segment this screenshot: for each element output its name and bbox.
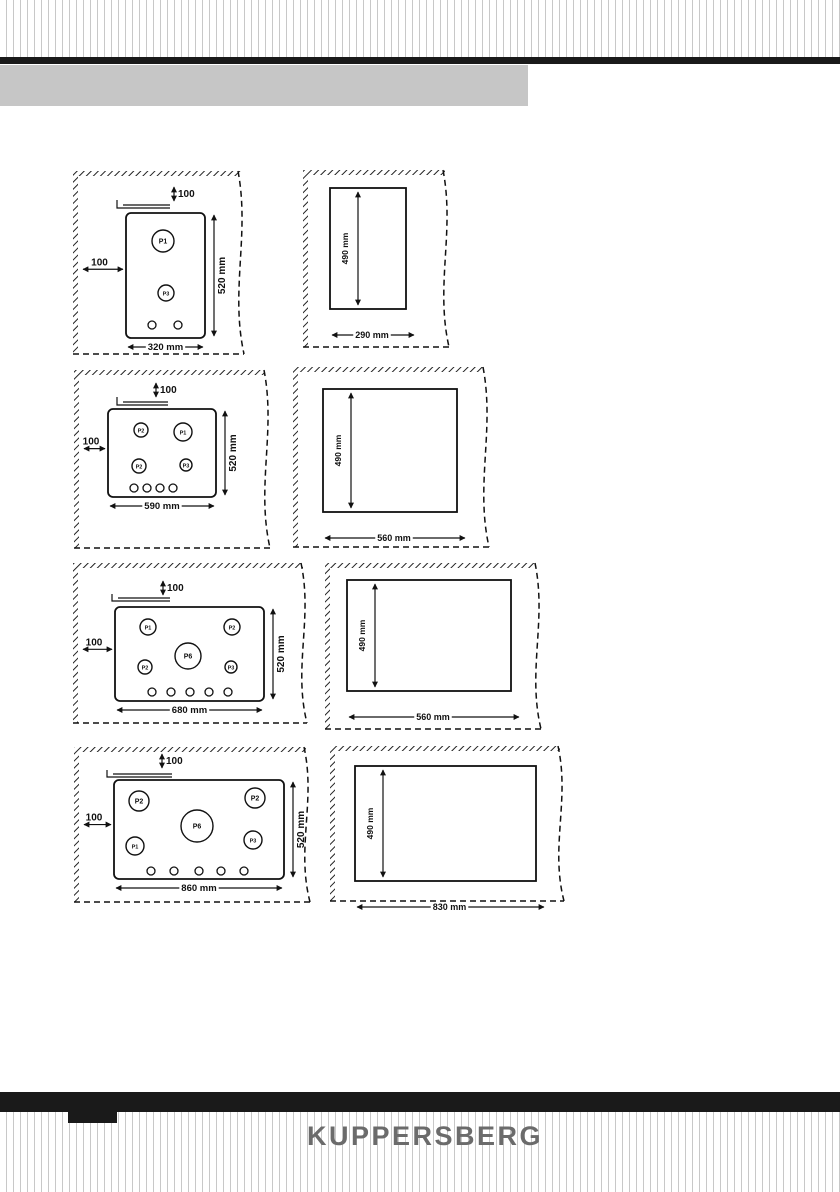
- row2-burner-label-2: P1: [180, 431, 187, 437]
- row4-depth-label: 520 mm: [296, 811, 307, 848]
- row4-knob-1: [147, 867, 155, 875]
- row4-cutout-cut-edge: [558, 746, 564, 901]
- row2-top-clearance-label: 100: [160, 385, 177, 396]
- row3-depth-label: 520 mm: [276, 635, 287, 672]
- row1-hob-cut-edge: [238, 171, 244, 354]
- row3-burner-label-4: P2: [142, 666, 149, 672]
- row4-cutout-outline: [355, 766, 536, 881]
- row3-cutout-top-wall: [325, 563, 535, 568]
- row4-knob-3: [195, 867, 203, 875]
- row1-gas-connector-icon: [117, 200, 170, 208]
- row4-burner-label-4: P1: [132, 845, 139, 851]
- row2-hob-cut-edge: [264, 370, 270, 548]
- row2-gas-connector-icon: [117, 397, 168, 405]
- row1-top-clearance-label: 100: [178, 189, 195, 200]
- row2-hob-outline: [108, 409, 216, 497]
- row4-width-label: 860 mm: [181, 883, 216, 894]
- row4-burner-label-5: P3: [250, 839, 257, 845]
- row1-cutout-cut-edge: [443, 170, 449, 347]
- row3-hob-left-wall: [73, 563, 78, 723]
- row3-side-clearance-label: 100: [86, 637, 103, 648]
- row1-hob-left-wall: [73, 171, 78, 354]
- row4-cutout-depth-label: 490 mm: [365, 807, 375, 839]
- row2-knob-2: [143, 484, 151, 492]
- row1-knob-2: [174, 321, 182, 329]
- row1-burner-label-1: P1: [159, 239, 168, 246]
- row4-knob-5: [240, 867, 248, 875]
- row1-cutout-left-wall: [303, 170, 308, 347]
- row3-burner-label-5: P3: [228, 666, 235, 672]
- row2-knob-1: [130, 484, 138, 492]
- row4-cutout-left-wall: [330, 746, 335, 901]
- row3-cutout-left-wall: [325, 563, 330, 729]
- row2-knob-3: [156, 484, 164, 492]
- row3-top-clearance-label: 100: [167, 583, 184, 594]
- row3-cutout-outline: [347, 580, 511, 691]
- row2-cutout-depth-label: 490 mm: [333, 434, 343, 466]
- row1-depth-label: 520 mm: [217, 257, 228, 294]
- row3-knob-2: [167, 688, 175, 696]
- row3-cutout-width-label: 560 mm: [416, 712, 450, 722]
- row3-knob-4: [205, 688, 213, 696]
- footer-bar: [0, 1092, 840, 1112]
- row2-hob-top-wall: [74, 370, 264, 375]
- row2-cutout-cut-edge: [483, 367, 489, 547]
- row2-cutout-width-label: 560 mm: [377, 533, 411, 543]
- row1-cutout-width-label: 290 mm: [355, 330, 389, 340]
- row3-hob-cut-edge: [301, 563, 307, 723]
- row4-burner-label-3: P6: [193, 824, 202, 831]
- row3-gas-connector-icon: [112, 594, 170, 601]
- row2-cutout-outline: [323, 389, 457, 512]
- row3-burner-label-1: P1: [145, 626, 152, 632]
- row2-burner-label-3: P2: [136, 465, 143, 471]
- row3-hob-top-wall: [73, 563, 303, 568]
- row2-burner-label-1: P2: [138, 429, 145, 435]
- row2-hob-left-wall: [74, 370, 79, 548]
- row4-burner-label-1: P2: [135, 799, 144, 806]
- row2-knob-4: [169, 484, 177, 492]
- row1-hob-top-wall: [73, 171, 241, 176]
- row3-width-label: 680 mm: [172, 705, 207, 716]
- row2-cutout-left-wall: [293, 367, 298, 547]
- row4-burner-label-2: P2: [251, 796, 260, 803]
- row4-hob-left-wall: [74, 747, 79, 902]
- row1-knob-1: [148, 321, 156, 329]
- row2-depth-label: 520 mm: [228, 434, 239, 471]
- row1-side-clearance-label: 100: [91, 257, 108, 268]
- row4-top-clearance-label: 100: [166, 756, 183, 767]
- row2-side-clearance-label: 100: [83, 437, 100, 448]
- row1-cutout-top-wall: [303, 170, 445, 175]
- row2-burner-label-4: P3: [183, 464, 190, 470]
- row1-cutout-depth-label: 490 mm: [340, 232, 350, 264]
- row4-cutout-width-label: 830 mm: [433, 902, 467, 912]
- row2-cutout-top-wall: [293, 367, 483, 372]
- row3-knob-5: [224, 688, 232, 696]
- row3-burner-label-3: P6: [184, 654, 193, 661]
- row4-hob-top-wall: [74, 747, 306, 752]
- row3-knob-3: [186, 688, 194, 696]
- row3-knob-1: [148, 688, 156, 696]
- row3-cutout-depth-label: 490 mm: [357, 619, 367, 651]
- row1-width-label: 320 mm: [148, 342, 183, 353]
- row4-cutout-top-wall: [330, 746, 560, 751]
- row4-gas-connector-icon: [107, 770, 172, 777]
- row1-burner-label-2: P3: [163, 292, 170, 298]
- brand-logo: KUPPERSBERG: [0, 1121, 840, 1152]
- row4-side-clearance-label: 100: [86, 813, 103, 824]
- row3-cutout-cut-edge: [535, 563, 541, 729]
- row2-width-label: 590 mm: [144, 501, 179, 512]
- row3-burner-label-2: P2: [229, 626, 236, 632]
- row4-knob-4: [217, 867, 225, 875]
- row4-knob-2: [170, 867, 178, 875]
